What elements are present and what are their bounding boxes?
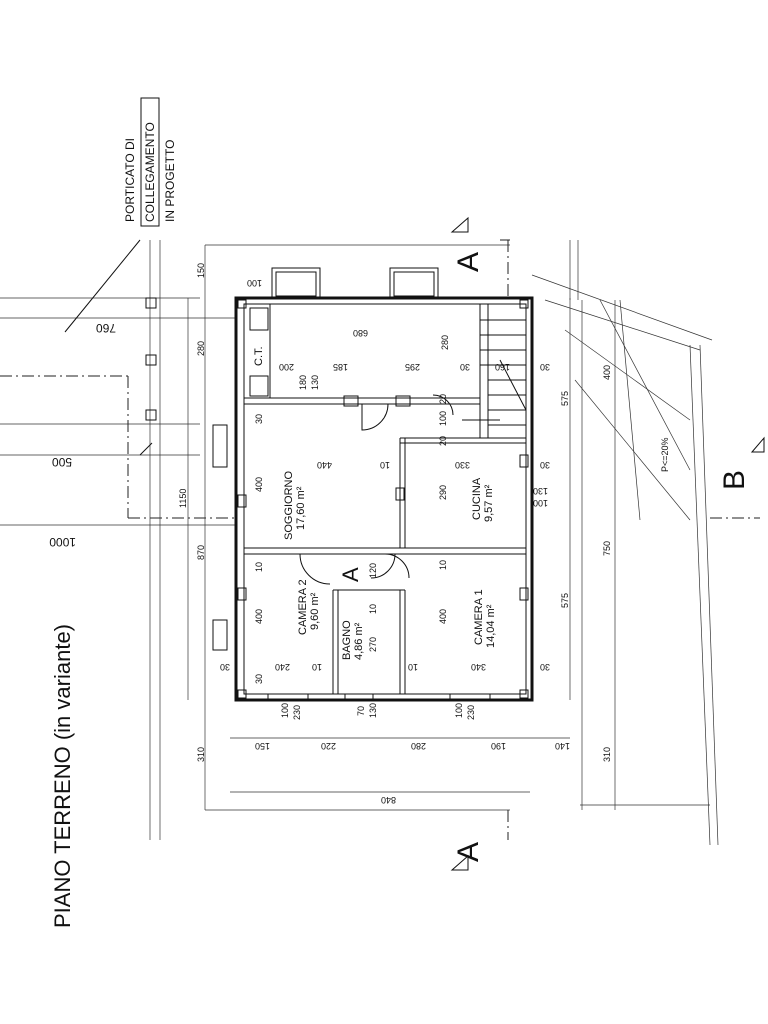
room-cucina-area: 9,57 m² (483, 484, 495, 522)
dim-840: 840 (381, 795, 396, 805)
dim-120: 120 (368, 563, 378, 578)
section-a-bottom: A (452, 842, 485, 862)
dim-750: 750 (602, 541, 612, 556)
dim-200: 200 (279, 362, 294, 372)
room-camera1-name: CAMERA 1 (473, 589, 485, 645)
dim-400r: 400 (602, 365, 612, 380)
dim-100e: 100 (454, 703, 464, 718)
dim-10e: 10 (408, 662, 418, 672)
dim-150: 150 (196, 263, 206, 278)
dim-20a: 20 (438, 394, 448, 404)
dim-10f: 10 (438, 560, 448, 570)
dim-500: 500 (52, 455, 72, 469)
room-bagno-name: BAGNO (341, 620, 353, 660)
dim-1150: 1150 (178, 489, 188, 508)
dim-310: 310 (196, 747, 206, 762)
dim-680: 680 (353, 328, 368, 338)
room-soggiorno-name: SOGGIORNO (283, 470, 295, 540)
dim-100c: 100 (533, 498, 548, 508)
dim-10c: 10 (368, 604, 378, 614)
dim-30b: 30 (540, 362, 550, 372)
room-bagno-area: 4,86 m² (353, 622, 365, 660)
dim-185: 185 (333, 362, 348, 372)
dim-1000: 1000 (49, 535, 76, 549)
dim-30e: 30 (254, 674, 264, 684)
dim-30a: 30 (460, 362, 470, 372)
note-line-2: COLLEGAMENTO (143, 122, 157, 222)
dim-230b: 230 (466, 705, 476, 720)
slope-label: P<=20% (660, 437, 670, 472)
room-camera1-area: 14,04 m² (485, 604, 497, 648)
dim-10d: 10 (312, 662, 322, 672)
dim-240: 240 (275, 662, 290, 672)
dim-870: 870 (196, 545, 206, 560)
dim-100-top: 100 (247, 278, 262, 288)
dim-10a: 10 (380, 460, 390, 470)
section-a-mid: A (338, 567, 363, 582)
dim-290: 290 (438, 485, 448, 500)
dim-760: 760 (96, 321, 116, 335)
note-line-3: IN PROGETTO (163, 140, 177, 222)
dim-310r: 310 (602, 747, 612, 762)
dim-160: 160 (495, 362, 510, 372)
dim-400a: 400 (254, 477, 264, 492)
dim-30g: 30 (540, 662, 550, 672)
dim-130c: 130 (368, 703, 378, 718)
room-cucina-name: CUCINA (471, 477, 483, 520)
dim-70: 70 (356, 706, 366, 716)
dim-100d: 100 (280, 703, 290, 718)
dim-270: 270 (368, 637, 378, 652)
dim-140: 140 (555, 741, 570, 751)
dim-30f: 30 (220, 662, 230, 672)
dim-130b: 130 (533, 486, 548, 496)
dim-20b: 20 (438, 436, 448, 446)
section-a-top: A (452, 252, 485, 272)
dim-340: 340 (471, 662, 486, 672)
dim-190: 190 (491, 741, 506, 751)
dim-295: 295 (405, 362, 420, 372)
note-line-1: PORTICATO DI (123, 138, 137, 222)
dim-230a: 230 (292, 705, 302, 720)
plan-title: PIANO TERRENO (in variante) (50, 624, 75, 928)
dim-180: 180 (298, 375, 308, 390)
dim-150b: 150 (255, 741, 270, 751)
room-ct-name: C.T. (253, 346, 265, 366)
dim-220: 220 (321, 741, 336, 751)
dim-575a: 575 (560, 391, 570, 406)
dim-30c: 30 (254, 414, 264, 424)
dim-10b: 10 (254, 562, 264, 572)
dim-575b: 575 (560, 593, 570, 608)
dim-130: 130 (310, 375, 320, 390)
dim-330: 330 (455, 460, 470, 470)
dim-280b: 280 (440, 335, 450, 350)
dim-280: 280 (196, 341, 206, 356)
section-b: B (718, 470, 751, 490)
dim-100b: 100 (438, 411, 448, 426)
dim-400c: 400 (438, 609, 448, 624)
dim-280c: 280 (411, 741, 426, 751)
dim-30d: 30 (540, 460, 550, 470)
dim-440: 440 (317, 460, 332, 470)
room-camera2-name: CAMERA 2 (297, 579, 309, 635)
room-soggiorno-area: 17,60 m² (295, 486, 307, 530)
room-camera2-area: 9,60 m² (309, 592, 321, 630)
dim-400b: 400 (254, 609, 264, 624)
